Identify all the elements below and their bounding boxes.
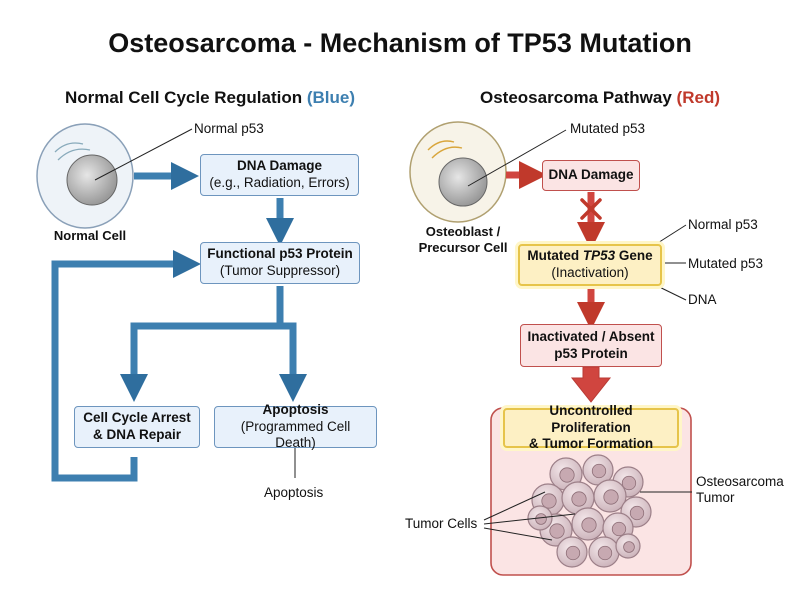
apoptosis-box: Apoptosis (Programmed Cell Death) [214, 402, 377, 450]
left-heading: Normal Cell Cycle Regulation (Blue) [40, 88, 380, 108]
mutated-p53-top-label: Mutated p53 [570, 121, 646, 136]
inactivation-detail: (Inactivation) [551, 265, 629, 280]
right-heading-text: Osteosarcoma Pathway [480, 88, 672, 107]
left-heading-tag: (Blue) [306, 88, 356, 107]
tumor-cell-nucleus [571, 491, 587, 507]
dna-damage-box: DNA Damage (e.g., Radiation, Errors) [200, 154, 359, 196]
tumor-cell-nucleus [549, 523, 565, 539]
tumor-cells-leader-1 [483, 491, 546, 521]
absent-p53-title: p53 Protein [554, 345, 628, 361]
inactive-to-tumor-red-arrow [570, 366, 612, 403]
dna-label: DNA [688, 292, 717, 307]
red-dna-damage-box: DNA Damage [542, 160, 640, 191]
proliferation-title: Uncontrolled Proliferation [549, 402, 633, 435]
tumor-cell-nucleus [623, 541, 635, 553]
p53-branch-arrow-right [279, 322, 307, 402]
inactivated-p53-title: Inactivated / Absent [527, 328, 655, 344]
mutated-p53-top-leader [467, 129, 567, 187]
mutated-tp53-gene-title: Mutated TP53 Gene [527, 248, 652, 265]
normal-cell-caption: Normal Cell [53, 228, 127, 243]
tumor-formation-title: & Tumor Formation [528, 436, 654, 452]
tumor-cell-nucleus [541, 493, 557, 509]
normal-p53-label: Normal p53 [194, 121, 264, 136]
tumor-cells-leader-3 [483, 527, 553, 541]
inactivated-p53-box: Inactivated / Absent p53 Protein [520, 324, 662, 367]
apoptosis-detail: (Programmed Cell Death) [240, 418, 351, 451]
cell-cycle-arrest-box: Cell Cycle Arrest & DNA Repair [74, 406, 200, 448]
dna-damage-title: DNA Damage [236, 158, 323, 174]
tumor-cell-nucleus [611, 521, 627, 537]
functional-p53-title: Functional p53 Protein [207, 246, 353, 262]
tumor-cell-nucleus [581, 517, 597, 533]
red-dna-damage-title: DNA Damage [548, 167, 634, 183]
osteoblast-cell-icon [409, 121, 507, 223]
cell-cycle-arrest-title: Cell Cycle Arrest [83, 410, 191, 426]
right-heading-tag: (Red) [676, 88, 720, 107]
tumor-cell-nucleus [621, 475, 637, 491]
mutated-tp53-gene-box: Mutated TP53 Gene (Inactivation) [518, 244, 662, 286]
right-heading: Osteosarcoma Pathway (Red) [440, 88, 760, 108]
dna-repair-title: & DNA Repair [92, 427, 181, 442]
normal-p53-right-leader [652, 224, 687, 247]
osteoblast-caption-line1: Osteoblast / [425, 224, 501, 239]
apoptosis-label: Apoptosis [264, 485, 324, 500]
tumor-cell-nucleus [597, 545, 613, 561]
blocked-x-icon [580, 198, 602, 220]
mutated-p53-right-label: Mutated p53 [688, 256, 764, 271]
tumor-cells-label: Tumor Cells [405, 516, 478, 531]
tumor-cell-nucleus [629, 505, 645, 521]
functional-p53-box: Functional p53 Protein (Tumor Suppressor… [200, 242, 360, 284]
apoptosis-title: Apoptosis [262, 401, 329, 417]
dna-damage-detail: (e.g., Radiation, Errors) [209, 175, 350, 190]
normal-p53-leader [94, 128, 193, 181]
p53-branch-arrow-left [120, 286, 284, 402]
left-heading-text: Normal Cell Cycle Regulation [64, 88, 303, 107]
osteosarcoma-tumor-label: Osteosarcoma Tumor [696, 474, 784, 505]
functional-p53-detail: (Tumor Suppressor) [219, 263, 341, 278]
tumor-cell-nucleus [559, 467, 575, 483]
tumor-cells-icon [527, 454, 652, 568]
proliferation-box: Uncontrolled Proliferation & Tumor Forma… [503, 403, 679, 451]
osteoblast-caption-line2: Precursor Cell [418, 239, 508, 255]
feedback-loop-arrow [51, 250, 201, 482]
normal-cell-icon [36, 123, 134, 229]
mutated-gene-suffix: Gene [615, 248, 653, 264]
normal-p53-right-label: Normal p53 [688, 217, 758, 232]
page-title: Osteosarcoma - Mechanism of TP53 Mutatio… [108, 28, 692, 58]
tumor-cell-nucleus [591, 463, 607, 479]
tumor-cell-nucleus [565, 545, 581, 561]
tumor-cell-nucleus [603, 489, 619, 505]
tp53-gene-name: TP53 [582, 248, 616, 264]
osteosarcoma-tumor-line2: Tumor [696, 489, 735, 505]
osteosarcoma-tumor-line1: Osteosarcoma [696, 474, 784, 489]
osteoblast-caption: Osteoblast / Precursor Cell [408, 224, 518, 255]
tumor-cell-nucleus [535, 513, 547, 525]
tumor-cells-leader-2 [483, 513, 576, 525]
mutated-gene-prefix: Mutated [527, 248, 583, 264]
